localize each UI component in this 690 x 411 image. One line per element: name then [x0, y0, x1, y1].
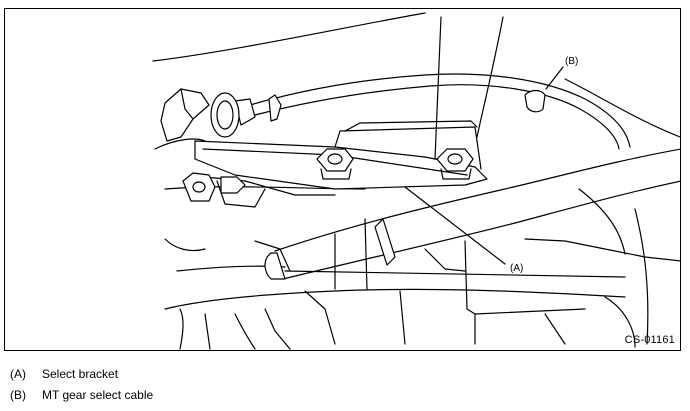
legend-row-a: (A) Select bracket: [10, 364, 153, 385]
callout-a: (A): [510, 263, 523, 274]
figure-id: CS-01161: [624, 334, 675, 346]
legend-key: (B): [10, 388, 26, 402]
leader-a: [404, 186, 506, 265]
legend-key: (A): [10, 367, 26, 381]
figure-frame: (B) (A) CS-01161: [4, 8, 681, 351]
transmission-case: [164, 188, 680, 350]
select-cable-illustration: (B) (A): [152, 12, 680, 350]
callout-leaders: [404, 66, 564, 265]
gear-select-cable: [160, 73, 631, 150]
callout-b: (B): [565, 56, 578, 67]
leader-b: [545, 66, 564, 90]
legend: (A) Select bracket (B) MT gear select ca…: [10, 364, 153, 406]
legend-label: MT gear select cable: [42, 388, 154, 402]
legend-label: Select bracket: [42, 367, 119, 381]
cross-tube: [264, 148, 680, 280]
legend-row-b: (B) MT gear select cable: [10, 385, 153, 406]
bolt-left: [316, 148, 354, 180]
bracket-bolts: [182, 148, 474, 202]
bolt-right: [436, 148, 474, 180]
bolt-lower-left: [182, 172, 246, 202]
